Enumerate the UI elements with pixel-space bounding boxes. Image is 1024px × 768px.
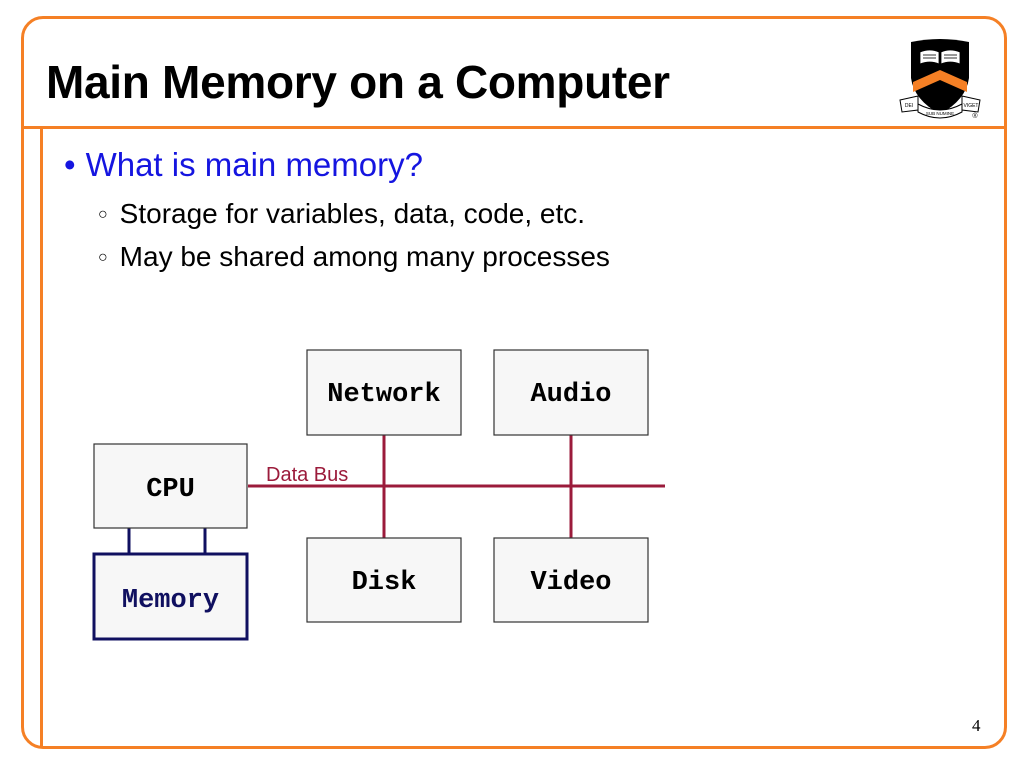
title-divider (22, 126, 1006, 129)
ribbon-text-left: DEI (905, 103, 913, 109)
memory-label: Memory (122, 586, 219, 616)
cpu-box: CPU (93, 443, 248, 529)
slide-frame (21, 16, 1007, 749)
left-accent-rule (40, 126, 43, 748)
bullet-level2-text: May be shared among many processes (119, 241, 610, 272)
network-label: Network (327, 380, 440, 410)
audio-box: Audio (493, 349, 649, 436)
memory-box: Memory (92, 552, 249, 641)
page-number: 4 (972, 716, 981, 735)
university-shield-logo: DEI SUB NUMINE VIGET ® (899, 39, 981, 120)
slide-title: Main Memory on a Computer (46, 56, 670, 108)
network-box: Network (306, 349, 462, 436)
bullet-level1: •What is main memory? (64, 146, 423, 184)
bullet-level2-item: ○ May be shared among many processes (98, 241, 610, 273)
cpu-label: CPU (146, 475, 195, 505)
bullet-level2-text: Storage for variables, data, code, etc. (119, 198, 586, 229)
bullet-level2-item: ○ Storage for variables, data, code, etc. (98, 198, 585, 230)
ribbon-text-center: SUB NUMINE (926, 111, 954, 116)
disk-box: Disk (306, 537, 462, 623)
bullet-ring-icon: ○ (98, 249, 108, 266)
ribbon-text-right: VIGET (963, 103, 978, 109)
audio-label: Audio (530, 380, 611, 410)
video-label: Video (530, 568, 611, 598)
data-bus-label: Data Bus (266, 464, 348, 486)
video-box: Video (493, 537, 649, 623)
registered-mark: ® (972, 112, 978, 120)
bullet-dot-icon: • (64, 146, 76, 183)
disk-label: Disk (352, 568, 417, 598)
bullet-level1-text: What is main memory? (85, 146, 423, 183)
bullet-ring-icon: ○ (98, 206, 108, 223)
